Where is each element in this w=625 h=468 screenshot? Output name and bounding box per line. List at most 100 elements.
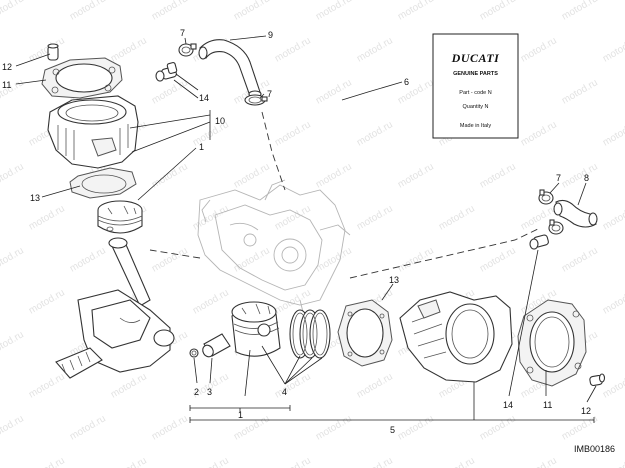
callout-9: 9 [268, 30, 273, 40]
watermark-text: motod.ru [314, 413, 354, 442]
card-part-code: Part - code N [459, 90, 491, 96]
watermark-text: motod.ru [0, 161, 26, 190]
union-fitting-right [529, 234, 549, 250]
card-quantity: Quantity N [463, 104, 489, 110]
callout-13-left: 13 [30, 193, 40, 203]
callout-10: 10 [215, 116, 225, 126]
base-gasket-top [69, 167, 137, 199]
watermark-text: motod.ru [109, 35, 149, 64]
watermark-text: motod.ru [273, 455, 313, 468]
watermark-text: motod.ru [396, 0, 436, 23]
watermark-text: motod.ru [601, 35, 625, 64]
coolant-hose-top [198, 39, 262, 98]
watermark-text: motod.ru [232, 161, 272, 190]
piston-top [97, 200, 143, 234]
head-gasket-top [41, 57, 123, 99]
watermark-text: motod.ru [191, 455, 231, 468]
watermark-text: motod.ru [150, 413, 190, 442]
watermark-text: motod.ru [273, 119, 313, 148]
watermark-text: motod.ru [437, 203, 477, 232]
cylinder-bottom [399, 291, 513, 383]
callout-6: 6 [404, 77, 409, 87]
piston-bottom [231, 301, 281, 357]
assembly-line-upper [261, 111, 286, 191]
coolant-hose-right [553, 199, 598, 228]
callout-1-top: 1 [199, 142, 204, 152]
watermark-text: motod.ru [68, 245, 108, 274]
watermark-text: motod.ru [355, 455, 395, 468]
callout-2: 2 [194, 387, 199, 397]
callout-14-right: 14 [503, 400, 513, 410]
watermark-text: motod.ru [0, 245, 26, 274]
watermark-text: motod.ru [27, 203, 67, 232]
watermark-text: motod.ru [560, 0, 600, 23]
watermark-text: motod.ru [437, 455, 477, 468]
callout-11-left: 11 [2, 80, 11, 90]
callout-11-right: 11 [543, 400, 552, 410]
callout-5: 5 [390, 425, 395, 435]
piston-rings [289, 309, 331, 359]
watermark-text: motod.ru [27, 287, 67, 316]
watermark-text: motod.ru [396, 77, 436, 106]
callout-1-bottom: 1 [238, 410, 243, 420]
union-fitting-top [155, 62, 178, 82]
watermark-text: motod.ru [355, 371, 395, 400]
callout-7-top: 7 [180, 28, 185, 38]
watermark-text: motod.ru [314, 77, 354, 106]
watermark-text: motod.ru [109, 455, 149, 468]
hose-clamp-right-top [538, 189, 554, 205]
watermark-text: motod.ru [478, 413, 518, 442]
watermark-text: motod.ru [560, 77, 600, 106]
watermark-text: motod.ru [68, 413, 108, 442]
watermark-text: motod.ru [519, 455, 559, 468]
watermark-text: motod.ru [150, 161, 190, 190]
watermark-text: motod.ru [355, 119, 395, 148]
diagram-code: IMB00186 [574, 444, 615, 454]
leader-lines [15, 35, 597, 423]
watermark-text: motod.ru [478, 245, 518, 274]
watermark-text: motod.ru [314, 161, 354, 190]
connecting-rod [108, 237, 151, 307]
genuine-parts-card: DUCATI GENUINE PARTS Part - code N Quant… [432, 33, 519, 139]
watermark-text: motod.ru [27, 371, 67, 400]
callout-4: 4 [282, 387, 287, 397]
card-origin: Made in Italy [460, 123, 491, 129]
watermark-text: motod.ru [232, 0, 272, 23]
watermark-text: motod.ru [191, 203, 231, 232]
head-gasket-bottom [517, 299, 587, 387]
callout-8: 8 [584, 173, 589, 183]
callout-7-right: 7 [556, 173, 561, 183]
callout-12-left: 12 [2, 62, 12, 72]
card-brand: DUCATI [451, 51, 501, 65]
cylinder-top [47, 95, 139, 169]
dowel-pin-top [47, 43, 59, 61]
callout-7-mid: 7 [267, 89, 272, 99]
watermark-text: motod.ru [601, 119, 625, 148]
watermark-text: motod.ru [27, 455, 67, 468]
watermark-text: motod.ru [150, 77, 190, 106]
watermark-text: motod.ru [109, 371, 149, 400]
watermark-text: motod.ru [519, 35, 559, 64]
hose-clamp-mid [244, 94, 268, 106]
watermark-text: motod.ru [232, 245, 272, 274]
base-gasket-bottom [337, 299, 393, 367]
watermark-text: motod.ru [601, 203, 625, 232]
watermark-text: motod.ru [560, 161, 600, 190]
callout-3: 3 [207, 387, 212, 397]
callout-14-left: 14 [199, 93, 209, 103]
watermark-text: motod.ru [273, 371, 313, 400]
watermark-text: motod.ru [314, 0, 354, 23]
watermark-text: motod.ru [601, 455, 625, 468]
watermark-text: motod.ru [273, 35, 313, 64]
watermark-text: motod.ru [396, 413, 436, 442]
card-title: GENUINE PARTS [453, 71, 498, 77]
assembly-line-right [349, 227, 541, 279]
watermark-text: motod.ru [478, 161, 518, 190]
callout-13-mid: 13 [389, 275, 399, 285]
watermark-text: motod.ru [191, 287, 231, 316]
callout-numbers: 12 11 13 14 10 1 7 9 7 6 7 8 13 2 3 4 1 … [2, 28, 591, 435]
watermark-text: motod.ru [150, 0, 190, 23]
watermark-text: motod.ru [314, 245, 354, 274]
watermark-text: motod.ru [601, 287, 625, 316]
